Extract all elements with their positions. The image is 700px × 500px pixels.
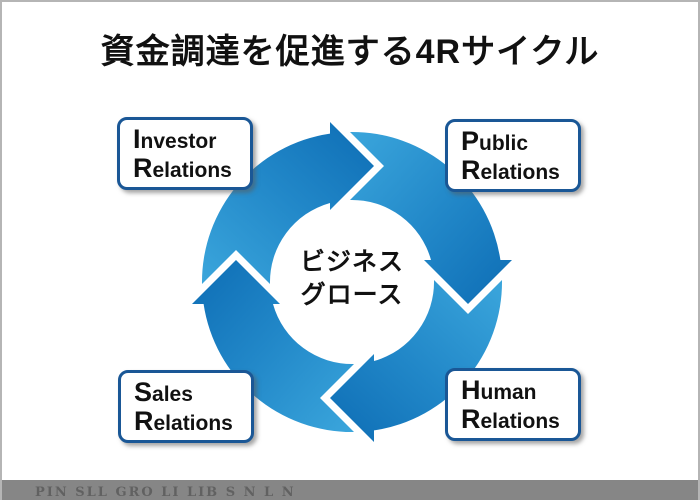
box-label-line: Relations xyxy=(461,406,578,435)
investor-relations-box: Investor Relations xyxy=(117,117,253,190)
box-label-initial: R xyxy=(133,153,153,183)
box-label-text: uman xyxy=(480,381,537,404)
human-relations-box: Human Relations xyxy=(445,368,581,441)
box-label-line: Human xyxy=(461,377,578,406)
box-label-initial: R xyxy=(134,406,154,436)
box-label-line: Investor xyxy=(133,126,250,155)
box-label-initial: S xyxy=(134,377,153,407)
box-label-initial: P xyxy=(461,126,480,156)
footer-watermark-text: PIN SLL GRO LI LIB S N L N xyxy=(35,485,296,500)
box-label-line: Relations xyxy=(133,155,250,184)
sales-relations-box: Sales Relations xyxy=(118,370,254,443)
box-label-text: ublic xyxy=(479,132,529,155)
cycle-center-label: ビジネス グロース xyxy=(262,246,442,312)
box-label-text: elations xyxy=(480,161,560,184)
box-label-text: elations xyxy=(153,412,233,435)
box-label-line: Public xyxy=(461,128,578,157)
public-relations-box: Public Relations xyxy=(445,119,581,192)
box-label-initial: R xyxy=(461,404,481,434)
footer-bar: PIN SLL GRO LI LIB S N L N xyxy=(0,480,700,500)
box-label-line: Relations xyxy=(134,408,251,437)
box-label-line: Sales xyxy=(134,379,251,408)
box-label-text: elations xyxy=(480,410,560,433)
center-label-line1: ビジネス xyxy=(299,248,404,276)
box-label-text: ales xyxy=(152,383,193,406)
box-label-text: elations xyxy=(152,159,232,182)
box-label-initial: I xyxy=(133,124,141,154)
box-label-line: Relations xyxy=(461,157,578,186)
box-label-initial: H xyxy=(461,375,481,405)
box-label-initial: R xyxy=(461,155,481,185)
box-label-text: nvestor xyxy=(140,130,217,153)
center-label-line2: グロース xyxy=(300,281,404,309)
page-title: 資金調達を促進する4Rサイクル xyxy=(100,33,600,71)
